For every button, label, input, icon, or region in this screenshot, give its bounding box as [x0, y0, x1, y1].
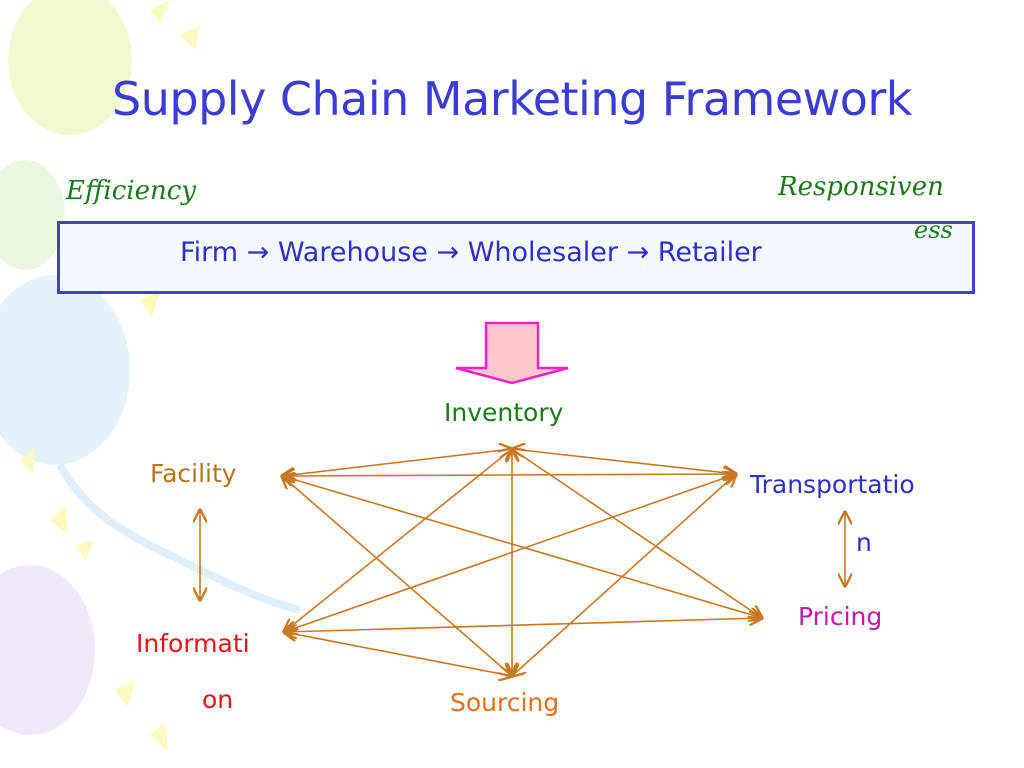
- supply-chain-flow: Firm → Warehouse → Wholesaler → Retailer: [180, 237, 762, 268]
- node-transportation-line2: n: [856, 528, 872, 557]
- node-sourcing: Sourcing: [450, 688, 560, 717]
- balloon-green: [0, 160, 65, 270]
- node-inventory: Inventory: [444, 398, 564, 427]
- chain-step-retailer: Retailer: [657, 237, 762, 268]
- balloon-string: [56, 463, 301, 614]
- supply-chain-box: [57, 221, 975, 294]
- responsiveness-label: Responsiven ess: [778, 172, 968, 245]
- balloon-blue: [0, 275, 130, 465]
- slide-title: Supply Chain Marketing Framework: [112, 72, 912, 126]
- responsiveness-line1: Responsiven: [778, 172, 944, 202]
- node-transportation: Transportatio n: [750, 456, 946, 572]
- node-information: Informati on: [136, 616, 276, 728]
- responsiveness-line2: ess: [914, 216, 953, 244]
- chain-arrow-icon: →: [246, 237, 270, 268]
- node-information-line1: Informati: [136, 629, 250, 658]
- balloon-lavender: [0, 565, 95, 735]
- responsiveness-text: Responsiven ess: [778, 172, 953, 245]
- efficiency-label: Efficiency: [66, 176, 196, 206]
- node-information-line2: on: [202, 685, 234, 714]
- chain-arrow-icon: →: [626, 237, 650, 268]
- node-transportation-line1: Transportatio: [750, 470, 915, 499]
- chain-step-firm: Firm: [180, 237, 238, 268]
- confetti: [180, 25, 200, 50]
- chain-arrow-icon: →: [436, 237, 460, 268]
- node-facility: Facility: [150, 459, 237, 488]
- confetti: [75, 540, 95, 560]
- node-pricing: Pricing: [798, 602, 883, 631]
- confetti: [150, 722, 168, 752]
- confetti: [50, 505, 68, 535]
- confetti: [115, 680, 135, 708]
- chain-step-wholesaler: Wholesaler: [467, 237, 618, 268]
- chain-step-warehouse: Warehouse: [277, 237, 428, 268]
- confetti: [150, 0, 170, 25]
- balloon-yellow: [8, 0, 132, 135]
- confetti: [20, 448, 35, 475]
- confetti: [140, 290, 160, 318]
